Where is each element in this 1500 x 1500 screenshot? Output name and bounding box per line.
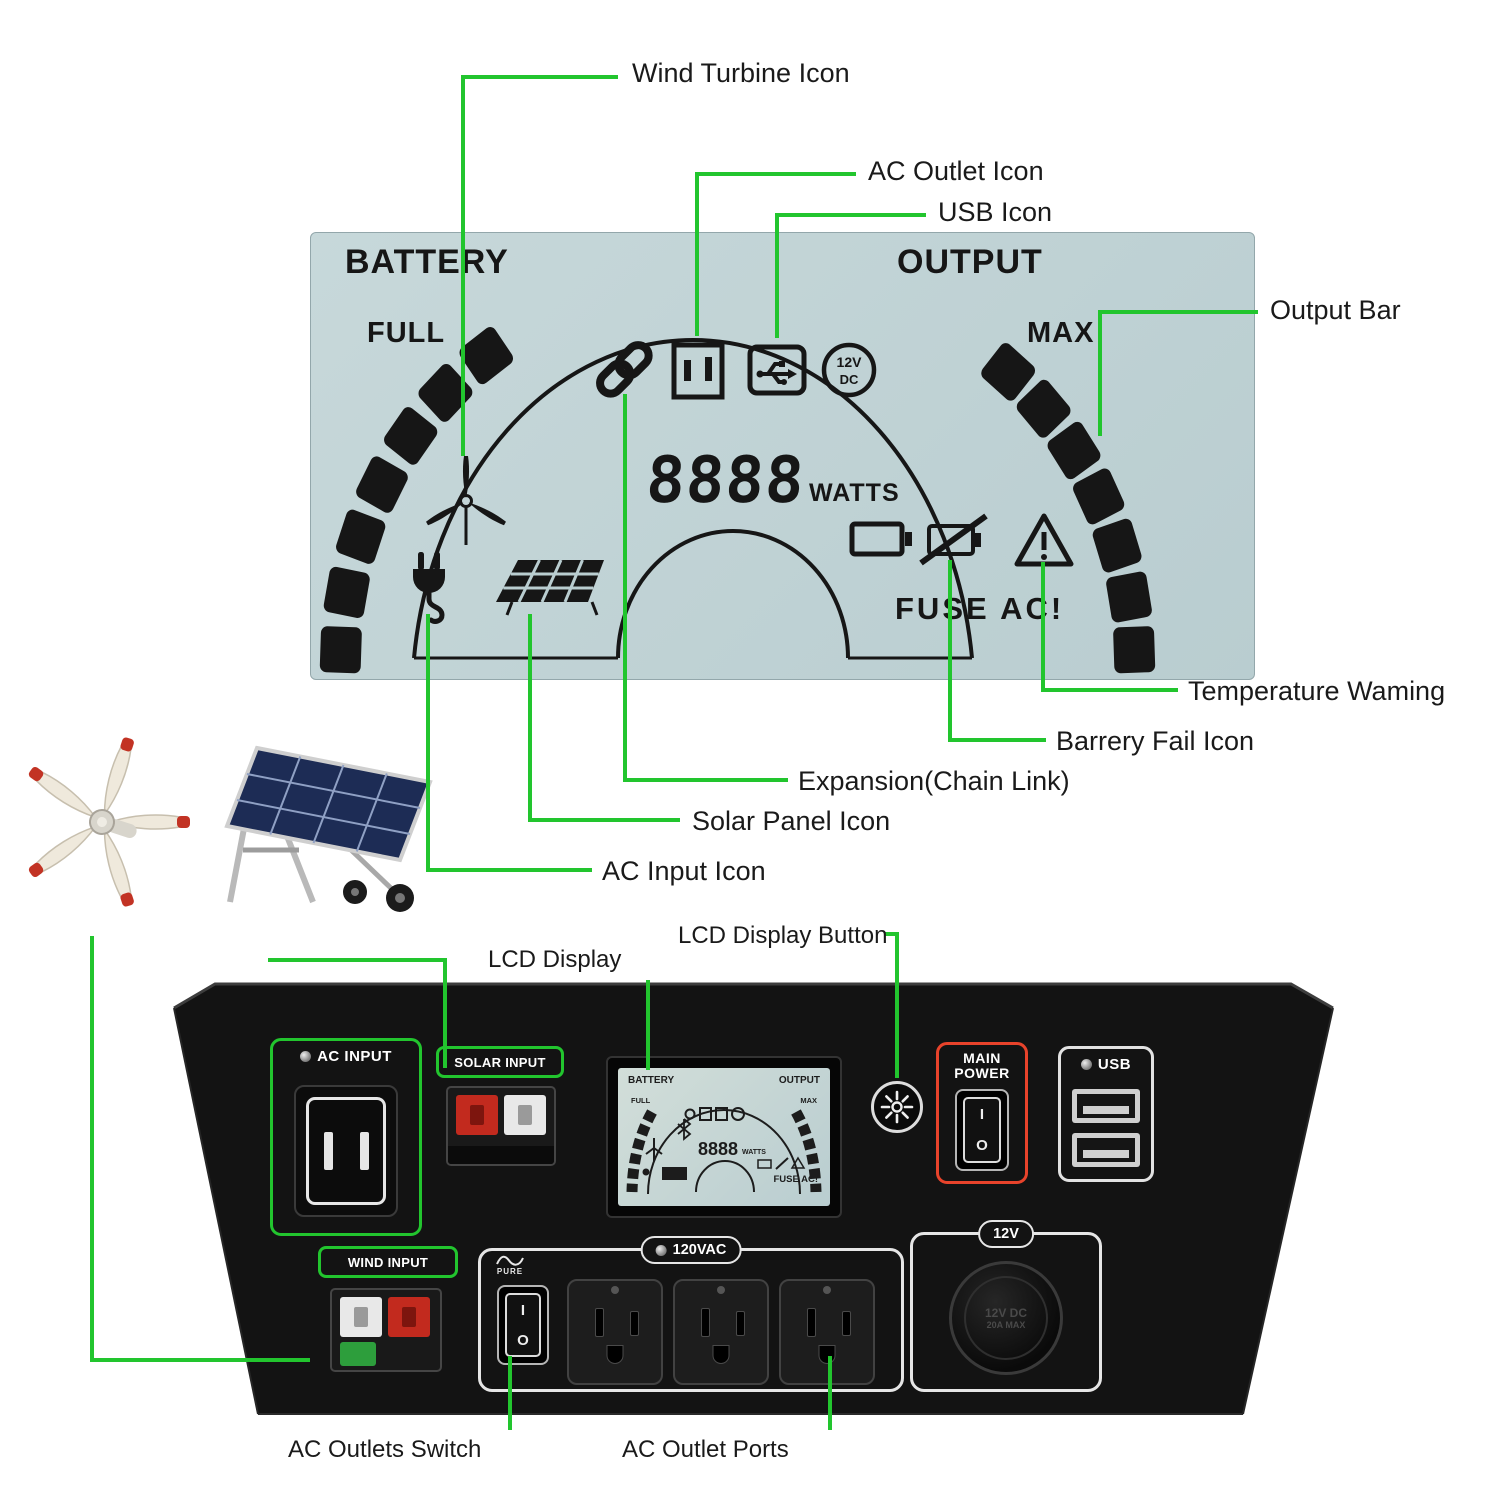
dc-12v-text1: 12V: [837, 354, 863, 370]
solar-panel-grid-icon: [496, 559, 604, 616]
wind-input-label: WIND INPUT: [318, 1246, 458, 1278]
ac-outlet-3: [779, 1279, 875, 1385]
screw-icon: [300, 1051, 312, 1062]
ac-input-ring: [306, 1097, 386, 1205]
dc-12v-icon: 12V DC: [821, 342, 877, 398]
wind-input-label-text: WIND INPUT: [347, 1254, 429, 1270]
mini-full-label: FULL: [631, 1096, 651, 1105]
screw-icon: [655, 1244, 667, 1256]
dc-12v-text2: DC: [840, 372, 859, 387]
solar-input-label: SOLAR INPUT: [436, 1046, 564, 1078]
battery-icon: [849, 521, 912, 557]
vac-label: 120VAC: [640, 1236, 742, 1264]
dc-12v-label: 12V: [978, 1220, 1034, 1248]
ac-input-label: AC INPUT: [273, 1048, 419, 1065]
dc-socket: 12V DC 20A MAX: [949, 1261, 1063, 1375]
main-power-group: MAIN POWER I O: [936, 1042, 1028, 1184]
screw-icon: [1080, 1059, 1092, 1070]
solar-connector-red: [456, 1095, 498, 1135]
callout-label-usb-icon: USB Icon: [938, 197, 1053, 227]
ac-input-label-text: AC INPUT: [317, 1048, 392, 1065]
callout-label-wind-turbine-icon: Wind Turbine Icon: [632, 58, 850, 88]
solar-input-connector: [446, 1086, 556, 1166]
pure-label-text: PURE: [496, 1267, 524, 1276]
vac-label-text: 120VAC: [672, 1242, 727, 1258]
lcd-max-label: MAX: [1027, 317, 1095, 349]
main-power-label-line1: MAIN: [963, 1050, 1001, 1066]
ac-outlets-group: 120VAC PURE I O: [478, 1236, 904, 1392]
brightness-icon: [880, 1090, 914, 1124]
mini-output-bar: [791, 1109, 822, 1193]
pure-sine-icon: PURE: [495, 1254, 525, 1276]
main-power-label: MAIN POWER: [939, 1051, 1025, 1081]
mini-watts-value: 8888: [698, 1139, 738, 1159]
lcd-display-button: [871, 1081, 923, 1133]
usb-port-2: [1072, 1133, 1140, 1167]
connector-base: [448, 1146, 554, 1164]
battery-fail-icon: [919, 513, 988, 566]
mini-max-label: MAX: [800, 1096, 817, 1105]
panel-lcd-bezel: BATTERY OUTPUT FULL MAX: [606, 1056, 842, 1218]
callout-label-ac-outlets-switch: AC Outlets Switch: [288, 1436, 482, 1463]
ac-input-group: AC INPUT: [270, 1038, 422, 1236]
solar-connector-white: [504, 1095, 546, 1135]
mini-output-label: OUTPUT: [779, 1075, 820, 1086]
usb-icon: [747, 344, 807, 396]
solar-input-label-text: SOLAR INPUT: [454, 1054, 546, 1070]
dc-12v-group: 12V 12V DC 20A MAX: [910, 1220, 1102, 1392]
ac-input-port: [294, 1085, 398, 1217]
callout-label-lcd-display: LCD Display: [488, 946, 622, 973]
main-power-switch: I O: [955, 1089, 1009, 1171]
ac-input-slot: [324, 1132, 333, 1170]
switch-on-mark: I: [979, 1106, 985, 1123]
wind-turbine-icon: [426, 456, 506, 545]
mini-battery-label: BATTERY: [628, 1075, 674, 1086]
callout-label-ac-input-icon: AC Input Icon: [602, 856, 766, 886]
dc-12v-label-text: 12V: [993, 1226, 1019, 1242]
wind-input-connector: [330, 1288, 442, 1372]
callout-label-ac-outlet-icon: AC Outlet Icon: [868, 156, 1044, 186]
callout-label-expansion: Expansion(Chain Link): [798, 766, 1070, 796]
panel-lcd-screen: BATTERY OUTPUT FULL MAX: [618, 1068, 830, 1206]
panel-lcd-graphics: BATTERY OUTPUT FULL MAX: [626, 1075, 822, 1195]
watts-unit: WATTS: [809, 479, 900, 507]
wind-connector-red: [388, 1297, 430, 1337]
usb-port-1: [1072, 1089, 1140, 1123]
switch-on-mark: I: [520, 1301, 526, 1319]
callout-label-battery-fail: Barrery Fail Icon: [1056, 726, 1255, 756]
wind-turbine-photo: [28, 737, 190, 907]
wind-connector-white: [340, 1297, 382, 1337]
solar-panel-photo: [224, 745, 433, 912]
mini-fuse-label: FUSE AC!: [773, 1174, 818, 1185]
mini-solar-icon: [662, 1167, 687, 1180]
usb-label-text: USB: [1097, 1056, 1132, 1073]
callout-label-lcd-display-button: LCD Display Button: [678, 922, 888, 949]
ac-outlet-2: [673, 1279, 769, 1385]
ac-outlets-switch: I O: [497, 1285, 549, 1365]
wind-connector-green: [340, 1342, 376, 1366]
mini-watts-unit: WATTS: [742, 1149, 766, 1156]
main-power-label-line2: POWER: [954, 1065, 1010, 1081]
ac-input-slot: [360, 1132, 369, 1170]
mini-icons: [645, 1107, 806, 1170]
callout-label-output-bar: Output Bar: [1270, 295, 1401, 325]
switch-off-mark: O: [976, 1137, 988, 1154]
usb-label: USB: [1061, 1056, 1151, 1073]
switch-off-mark: O: [517, 1331, 529, 1349]
callout-label-ac-outlet-ports: AC Outlet Ports: [622, 1436, 789, 1463]
ac-outlet-1: [567, 1279, 663, 1385]
bluetooth-icon: [677, 1118, 692, 1141]
usb-group: USB: [1058, 1046, 1154, 1182]
mini-battery-bar: [626, 1109, 657, 1193]
callout-label-temperature-warning: Temperature Waming: [1188, 676, 1446, 706]
lcd-full-label: FULL: [367, 317, 446, 349]
callout-label-solar-panel-icon: Solar Panel Icon: [692, 806, 891, 836]
